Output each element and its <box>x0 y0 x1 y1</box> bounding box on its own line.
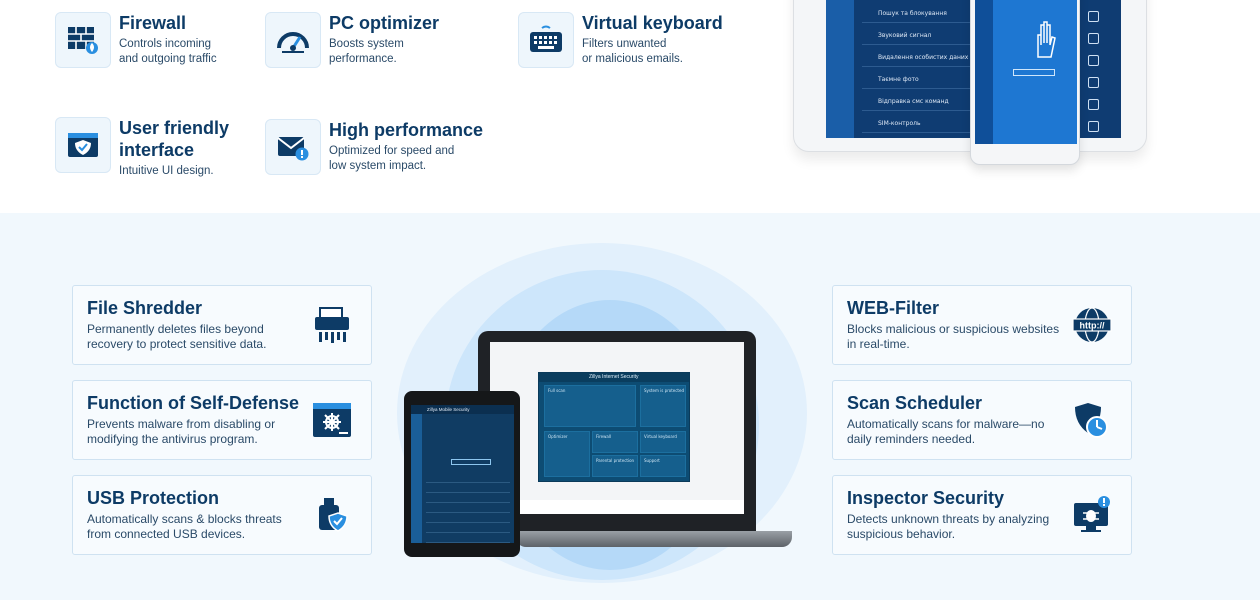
monitor-bug-icon <box>1071 494 1113 536</box>
small-tablet-row <box>426 515 510 523</box>
checkbox-icon <box>1088 55 1099 66</box>
small-tablet-title: Zillya Mobile Security <box>427 407 470 412</box>
small-tablet-row <box>426 475 510 483</box>
mail-alert-icon <box>265 119 321 175</box>
hand-icon <box>1037 21 1056 58</box>
card-usb-protection: USB Protection Automatically scans & blo… <box>72 475 372 555</box>
feature-title: PC optimizer <box>329 13 440 33</box>
card-title: Function of Self-Defense <box>87 393 300 413</box>
keyboard-icon <box>518 12 574 68</box>
feature-title: High performance <box>329 120 484 140</box>
hero-tablet-row: Відправка смс команд <box>862 91 974 111</box>
card-desc: Automatically scans & blocks threats fro… <box>87 512 282 541</box>
bug-window-icon <box>311 399 353 441</box>
app-window: Zillya Internet Security Full scan Syste… <box>538 372 690 482</box>
hero-tablet-row: Звуковий сигнал <box>862 25 974 45</box>
card-file-shredder: File Shredder Permanently deletes files … <box>72 285 372 365</box>
app-tile: Firewall <box>592 431 638 453</box>
http-globe-icon: http:// <box>1071 304 1113 346</box>
small-tablet-header: Zillya Mobile Security <box>411 405 514 414</box>
clock-shield-icon <box>1071 399 1113 441</box>
hero-tablet-sidebar <box>826 0 854 138</box>
app-title: Zillya Internet Security <box>589 374 639 380</box>
hero-phone-sidebar <box>975 0 993 144</box>
card-desc: Prevents malware from disabling or modif… <box>87 417 276 446</box>
feature-title: Virtual keyboard <box>582 13 723 33</box>
card-title: Scan Scheduler <box>847 393 983 413</box>
checkbox-icon <box>1088 77 1099 88</box>
hero-tablet-row: SIM-контроль <box>862 113 974 133</box>
firewall-icon <box>55 12 111 68</box>
speedometer-icon <box>265 12 321 68</box>
feature-desc: Intuitive UI design. <box>119 165 214 177</box>
small-tablet-button <box>451 459 491 465</box>
feature-high-performance: High performance Optimized for speed and… <box>265 119 483 175</box>
usb-shield-icon <box>311 494 353 536</box>
card-title: Inspector Security <box>847 488 1005 508</box>
card-title: USB Protection <box>87 488 220 508</box>
hero-tablet-row: Видалення особистих даних <box>862 47 974 67</box>
hero-phone-screen <box>975 0 1077 144</box>
app-tile: Full scan <box>544 385 636 427</box>
small-tablet-row <box>426 525 510 533</box>
card-inspector-security: Inspector Security Detects unknown threa… <box>832 475 1132 555</box>
svg-text:http://: http:// <box>1080 321 1105 331</box>
app-tile: Support <box>640 455 686 477</box>
small-tablet-row <box>426 505 510 513</box>
hero-phone-image <box>970 0 1080 165</box>
card-desc: Blocks malicious or suspicious websites … <box>847 322 1060 351</box>
card-web-filter: WEB-Filter Blocks malicious or suspiciou… <box>832 285 1132 365</box>
hero-tablet-row: Пошук та блокування <box>862 3 974 23</box>
card-self-defense: Function of Self-Defense Prevents malwar… <box>72 380 372 460</box>
card-desc: Detects unknown threats by analyzing sus… <box>847 512 1050 541</box>
app-tile: System is protected <box>640 385 686 427</box>
card-title: File Shredder <box>87 298 203 318</box>
hero-phone-button <box>1013 69 1055 76</box>
shredder-icon <box>311 304 353 346</box>
checkbox-icon <box>1088 99 1099 110</box>
card-desc: Automatically scans for malware—no daily… <box>847 417 1045 446</box>
app-tile: Optimizer <box>544 431 590 477</box>
card-desc: Permanently deletes files beyond recover… <box>87 322 267 351</box>
app-titlebar: Zillya Internet Security <box>539 373 689 382</box>
card-title: WEB-Filter <box>847 298 939 318</box>
shield-window-icon <box>55 117 111 173</box>
app-tile: Parental protection <box>592 455 638 477</box>
hero-tablet-row: Таємне фото <box>862 69 974 89</box>
checkbox-icon <box>1088 33 1099 44</box>
checkbox-icon <box>1088 121 1099 132</box>
checkbox-icon <box>1088 11 1099 22</box>
laptop-taskbar <box>490 500 744 514</box>
card-scan-scheduler: Scan Scheduler Automatically scans for m… <box>832 380 1132 460</box>
small-tablet-screen: Zillya Mobile Security <box>411 405 514 543</box>
laptop-base <box>516 531 792 547</box>
app-tile: Virtual keyboard <box>640 431 686 453</box>
small-tablet-sidebar <box>411 414 422 543</box>
small-tablet-row <box>426 535 510 543</box>
small-tablet-row <box>426 495 510 503</box>
small-tablet-row <box>426 485 510 493</box>
feature-title: Firewall <box>119 13 187 33</box>
